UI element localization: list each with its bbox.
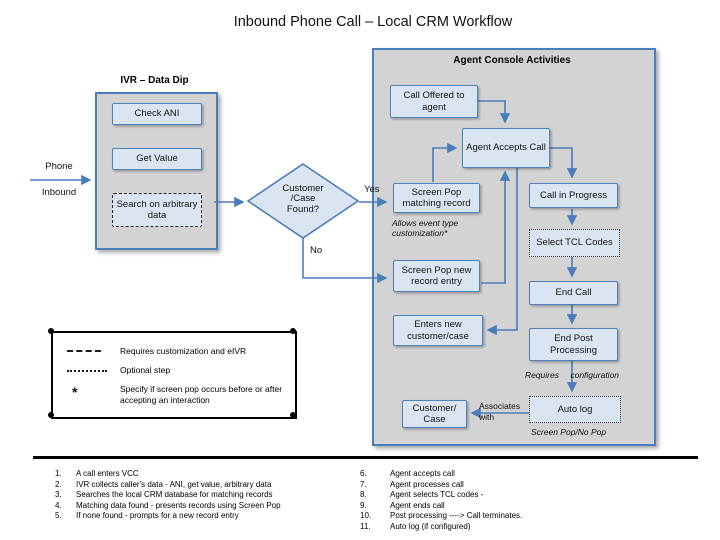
decision-label: Customer /Case Found?: [282, 183, 324, 215]
note-text: Agent processes call: [390, 479, 464, 489]
agent-console-title: Agent Console Activities: [453, 55, 571, 66]
note-text: IVR collects caller's data - ANI, get va…: [76, 479, 272, 489]
note-item: 4. Matching data found - presents record…: [55, 501, 355, 512]
node-select-tcl-codes: Select TCL Codes: [529, 229, 620, 257]
note-text: Post processing ----> Call terminates.: [390, 511, 523, 521]
arrow-offered-to-accepts: [478, 100, 511, 124]
note-item: 11. Auto log (if configured): [360, 522, 680, 533]
node-call-in-progress: Call in Progress: [529, 183, 618, 208]
note-text: Searches the local CRM database for matc…: [76, 490, 273, 500]
note-number: 3.: [55, 490, 62, 500]
notes-right-column: 6. Agent accepts call 7. Agent processes…: [360, 469, 680, 533]
ivr-panel-title: IVR – Data Dip: [120, 75, 189, 86]
note-item: 2. IVR collects caller's data - ANI, get…: [55, 480, 355, 491]
arrow-accepts-to-entersnew: [486, 168, 518, 336]
note-text: Agent selects TCL codes -: [390, 490, 484, 500]
note-number: 8.: [360, 490, 367, 500]
node-check-ani: Check ANI: [112, 103, 202, 125]
legend-handle-dot: [290, 328, 296, 334]
legend-item-dotted: Optional step: [120, 365, 171, 375]
note-item: 9. Agent ends call: [360, 501, 680, 512]
dotted-line-sample: [67, 370, 107, 372]
node-screen-pop-matching: Screen Pop matching record: [393, 183, 480, 213]
node-end-post-processing: End Post Processing: [529, 328, 618, 361]
note-item: 1. A call enters VCC: [55, 469, 355, 480]
note-item: 6. Agent accepts call: [360, 469, 680, 480]
note-number: 4.: [55, 500, 62, 510]
node-screen-pop-new: Screen Pop new record entry: [393, 260, 480, 292]
note-number: 2.: [55, 479, 62, 489]
page-title: Inbound Phone Call – Local CRM Workflow: [233, 14, 513, 30]
node-agent-accepts: Agent Accepts Call: [462, 128, 550, 168]
screen-pop-no-pop-note: Screen Pop/No Pop: [531, 427, 607, 437]
yes-label: Yes: [364, 184, 380, 195]
node-search-arbitrary: Search on arbitrary data: [112, 193, 202, 227]
note-number: 11.: [360, 521, 371, 531]
note-item: 8. Agent selects TCL codes -: [360, 490, 680, 501]
legend-item-asterisk: Specify if screen pop occurs before or a…: [120, 384, 283, 405]
note-text: A call enters VCC: [76, 469, 139, 478]
note-item: 5. If none found - prompts for a new rec…: [55, 511, 355, 522]
note-item: 3. Searches the local CRM database for m…: [55, 490, 355, 501]
requires-configuration-note: Requires configuration: [524, 370, 620, 380]
note-text: Auto log (if configured): [390, 521, 471, 531]
arrow-no: [302, 238, 388, 284]
note-text: Agent accepts call: [390, 469, 455, 478]
section-divider: [33, 456, 698, 459]
inbound-label: Inbound: [41, 187, 77, 198]
node-call-offered: Call Offered to agent: [390, 85, 478, 118]
note-item: 7. Agent processes call: [360, 480, 680, 491]
legend-item-dashed: Requires customization and eIVR: [120, 346, 247, 356]
node-customer-case: Customer/ Case: [402, 400, 467, 428]
arrow-accepts-to-inprogress: [550, 147, 578, 179]
note-number: 6.: [360, 469, 367, 478]
node-enters-new-customer: Enters new customer/case: [393, 315, 483, 346]
note-number: 1.: [55, 469, 62, 478]
legend-handle-dot: [290, 412, 296, 418]
dashed-line-sample: [67, 350, 101, 352]
note-number: 9.: [360, 500, 367, 510]
note-text: If none found - prompts for a new record…: [76, 511, 239, 521]
legend-handle-dot: [48, 328, 54, 334]
note-number: 7.: [360, 479, 367, 489]
asterisk-sample: *: [72, 384, 78, 400]
notes-left-column: 1. A call enters VCC 2. IVR collects cal…: [55, 469, 355, 522]
note-text: Agent ends call: [390, 500, 445, 510]
note-number: 10.: [360, 511, 372, 521]
legend-box: [51, 331, 297, 419]
allows-customization-note: Allows event type customization*: [392, 218, 459, 239]
node-get-value: Get Value: [112, 148, 202, 170]
arrow-popnew-to-accepts: [481, 170, 511, 284]
no-label: No: [310, 245, 323, 256]
note-text: Matching data found - presents records u…: [76, 500, 281, 510]
legend-handle-dot: [48, 412, 54, 418]
node-auto-log: Auto log: [529, 396, 621, 423]
note-item: 10. Post processing ----> Call terminate…: [360, 511, 680, 522]
phone-label: Phone: [45, 161, 73, 172]
associates-with-label: Associates with: [479, 401, 521, 422]
node-end-call: End Call: [529, 281, 618, 305]
note-number: 5.: [55, 511, 62, 521]
arrow-popmatch-to-accepts: [432, 142, 458, 182]
